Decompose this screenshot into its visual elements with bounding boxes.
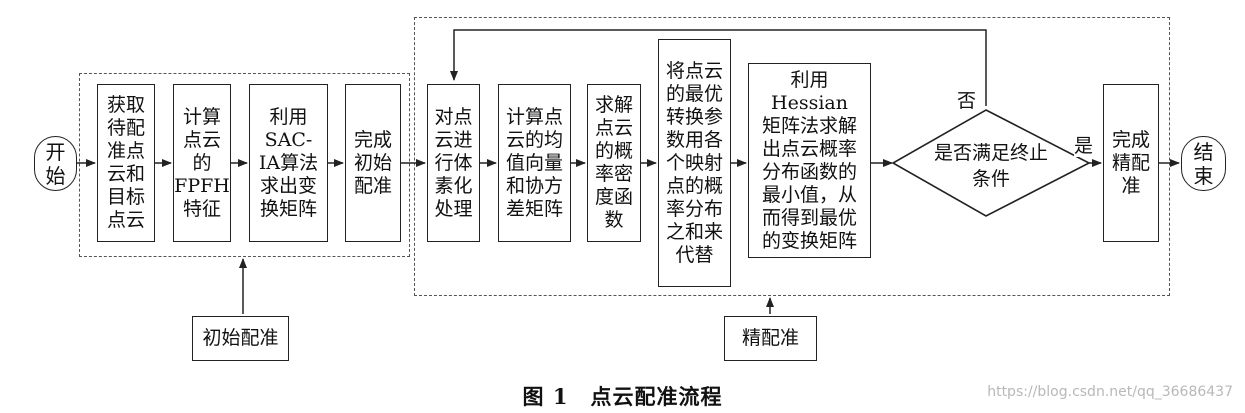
fine-registration-label: 精配准 — [724, 316, 817, 361]
end-terminal: 结 束 — [1181, 136, 1226, 191]
yes-edge-label: 是 — [1074, 135, 1094, 157]
fine-done-box: 完成 精配 准 — [1103, 84, 1159, 242]
fine-registration-group — [414, 17, 1170, 296]
replace-params-box: 将点云 的最优 转换参 数用各 个映射 点的概 率分布 之和来 代替 — [658, 39, 731, 287]
coarse-registration-group — [79, 73, 410, 257]
coarse-registration-label: 初始配准 — [192, 316, 289, 361]
hessian-box: 利用Hessian 矩阵法求解 出点云概率 分布函数的 最小值，从 而得到最优 … — [748, 63, 871, 258]
mean-covariance-box: 计算点 云的均 值向量 和协方 差矩阵 — [498, 84, 571, 242]
coarse-done-box: 完成 初始 配准 — [345, 84, 401, 242]
watermark: https://blog.csdn.net/qq_36686437 — [987, 384, 1233, 400]
pdf-box: 求解 点云 的概 率密 度函 数 — [587, 84, 641, 242]
figure-caption: 图 1 点云配准流程 — [522, 384, 723, 409]
termination-condition-text: 是否满足终止 条件 — [933, 142, 1048, 190]
voxelize-box: 对点 云进 行体 素化 处理 — [427, 84, 480, 242]
no-edge-label: 否 — [957, 90, 977, 112]
decision-diamond — [891, 109, 1091, 217]
compute-fpfh-box: 计算 点云 的 FPFH 特征 — [173, 84, 231, 242]
acquire-point-clouds-box: 获取 待配 准点 云和 目标 点云 — [97, 84, 155, 242]
start-terminal: 开 始 — [34, 136, 77, 191]
sac-ia-box: 利用 SAC- IA算法 求出变 换矩阵 — [249, 84, 328, 242]
edge-loop-back — [450, 29, 987, 106]
